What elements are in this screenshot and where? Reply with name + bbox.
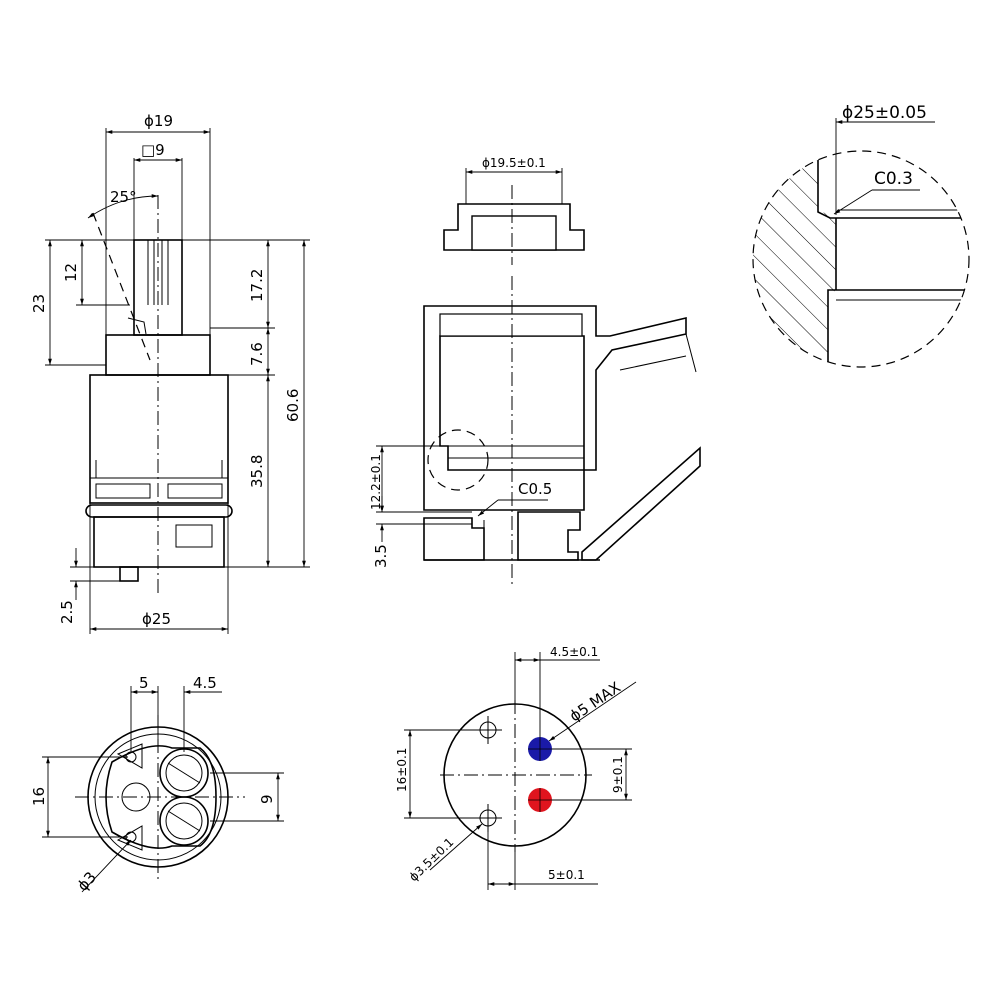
off-5-label: 5±0.1 — [548, 868, 585, 882]
off-4-5-label: 4.5±0.1 — [550, 645, 598, 659]
detail-dia-label: ϕ25±0.05 — [842, 103, 927, 123]
cap — [443, 203, 585, 251]
detail-marker — [427, 429, 489, 491]
w5-label: 5 — [139, 674, 149, 692]
h23-label: 23 — [30, 294, 48, 313]
h16-label: 16 — [30, 787, 48, 806]
chamfer-label: C0.5 — [518, 480, 552, 498]
h2-5-label: 2.5 — [58, 600, 76, 624]
detail-chamfer-label: C0.3 — [874, 169, 913, 189]
detail-view: ϕ25±0.05 C0.3 — [752, 103, 970, 368]
dia-bottom-label: ϕ25 — [142, 610, 171, 628]
pin — [119, 566, 139, 582]
hole-port-label: ϕ3.5±0.1 — [406, 835, 456, 884]
h12-label: 12 — [62, 263, 80, 282]
h12-2-label: 12.2±0.1 — [369, 454, 383, 510]
detail-circle — [752, 150, 970, 368]
housing-upper — [423, 305, 687, 511]
port-view: 4.5±0.1 ϕ5 MAX 16±0.1 9±0.1 ϕ3.5±0.1 5±0… — [395, 645, 637, 890]
hole-label: ϕ3 — [74, 868, 100, 895]
angle-label: 25° — [110, 188, 137, 206]
h35-8-label: 35.8 — [248, 455, 266, 488]
h9-label: 9 — [258, 794, 276, 804]
base — [93, 516, 225, 568]
w4-5-label: 4.5 — [193, 674, 217, 692]
square-label: □9 — [141, 141, 165, 159]
body — [89, 374, 229, 504]
section-view: ϕ19.5±0.1 12.2±0.1 3.5 C0.5 — [369, 156, 701, 585]
dia-top-label: ϕ19 — [144, 112, 173, 130]
h60-6-label: 60.6 — [284, 389, 302, 422]
bottom-view: 5 4.5 16 9 ϕ3 — [30, 674, 284, 895]
port-max-label: ϕ5 MAX — [566, 678, 624, 725]
cap-dia-label: ϕ19.5±0.1 — [482, 156, 546, 170]
o-ring — [85, 504, 233, 518]
h7-6-label: 7.6 — [248, 342, 266, 366]
h9-port-label: 9±0.1 — [611, 756, 625, 793]
h3-5-label: 3.5 — [372, 544, 390, 568]
h17-2-label: 17.2 — [248, 269, 266, 302]
h16-port-label: 16±0.1 — [395, 748, 409, 792]
side-view: 25° ϕ19 □9 23 12 17.2 7.6 35.8 60.6 — [30, 112, 310, 634]
